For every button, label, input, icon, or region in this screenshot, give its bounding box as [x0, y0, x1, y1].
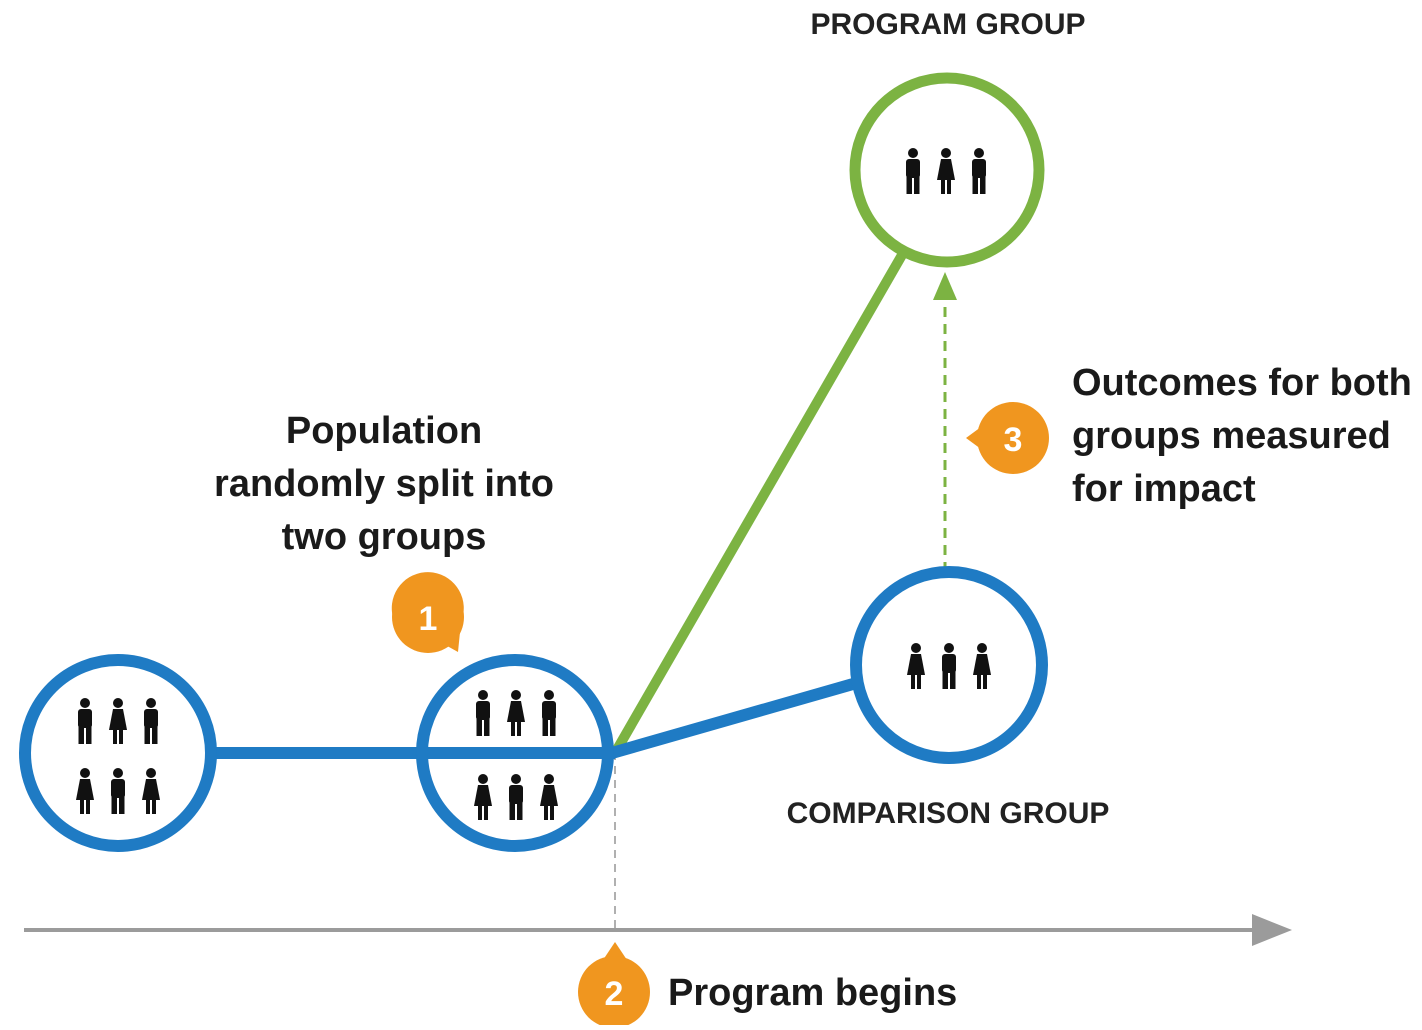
step1-badge: 1	[391, 572, 464, 653]
step3-number: 3	[1004, 421, 1023, 459]
step3-caption-line1: Outcomes for both	[1072, 362, 1412, 404]
program-branch-line	[610, 252, 907, 756]
step3-caption: Outcomes for both groups measured for im…	[1072, 362, 1412, 510]
step1-number: 1	[419, 600, 438, 638]
step1-caption-line2: randomly split into	[214, 463, 554, 505]
comparison-group-label: COMPARISON GROUP	[787, 797, 1110, 830]
step2-number: 2	[605, 975, 624, 1013]
comparison-branch-line	[610, 676, 862, 759]
step1-caption-line3: two groups	[282, 516, 487, 558]
step1-caption-line1: Population	[286, 410, 482, 452]
program-group-circle	[849, 72, 1045, 268]
measurement-arrow	[933, 272, 957, 572]
arrow-up-icon	[933, 272, 957, 300]
step3-caption-line2: groups measured	[1072, 415, 1391, 457]
step1-caption: Population randomly split into two group…	[214, 410, 554, 558]
program-group-label: PROGRAM GROUP	[810, 8, 1085, 41]
split-circle	[416, 654, 614, 852]
step3-badge: 3	[966, 402, 1049, 474]
comparison-group-circle	[850, 566, 1048, 764]
step3-caption-line3: for impact	[1072, 468, 1256, 510]
population-circle	[19, 654, 217, 852]
timeline-axis	[24, 914, 1292, 946]
arrow-right-icon	[1252, 914, 1292, 946]
step2-badge: 2	[578, 942, 650, 1028]
step2-caption: Program begins	[668, 972, 957, 1014]
